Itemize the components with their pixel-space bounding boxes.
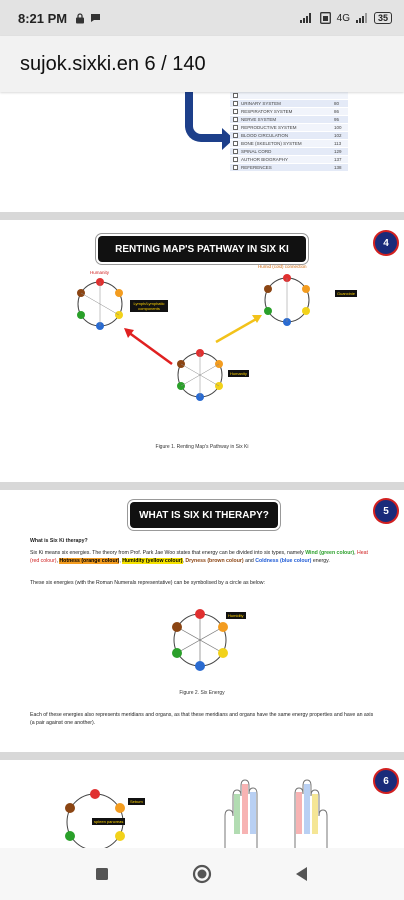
right-energy-wheel bbox=[264, 274, 310, 326]
battery-icon: 35 bbox=[373, 12, 392, 24]
checkbox-icon bbox=[233, 125, 238, 130]
right-wheel-label: Humid (cold) connection bbox=[258, 264, 307, 269]
page6-tag-1: Sebum bbox=[128, 798, 145, 805]
toc-item-name: SPINAL CORD bbox=[241, 149, 272, 154]
six-energy-diagram bbox=[172, 609, 228, 671]
toc-item-name: RESPIRATORY SYSTEM bbox=[241, 109, 293, 114]
red-pathway-arrow bbox=[127, 330, 173, 366]
toc-item-page: 113 bbox=[334, 141, 342, 146]
checkbox-icon bbox=[233, 165, 238, 170]
checkbox-icon bbox=[233, 141, 238, 146]
toc-row[interactable]: AUTHOR BIOGRAPHY 137 bbox=[230, 156, 348, 164]
back-triangle-icon bbox=[296, 867, 307, 881]
clock: 8:21 PM bbox=[18, 10, 68, 26]
page-number-badge: 4 bbox=[373, 230, 399, 256]
notification-icons bbox=[75, 12, 101, 24]
home-circle-icon bbox=[192, 864, 212, 884]
figure-caption: Figure 2. Six Energy bbox=[179, 690, 225, 696]
toc-item-page: 129 bbox=[334, 149, 342, 154]
toc-item-name: URINARY SYSTEM bbox=[241, 101, 281, 106]
toc-item-name: REFERENCES bbox=[241, 165, 272, 170]
toc-item-page: 86 bbox=[334, 109, 340, 114]
checkbox-icon bbox=[233, 157, 238, 162]
figure-caption: Figure 1. Renting Map's Pathway in Six K… bbox=[155, 444, 249, 450]
home-button[interactable] bbox=[182, 854, 222, 894]
page6-tag-2: spleen pancreas bbox=[92, 818, 126, 825]
toc-item-name: BLOOD CIRCULATION bbox=[241, 133, 289, 138]
hands-diagram bbox=[224, 779, 328, 848]
figure-tag: Humidity bbox=[226, 612, 246, 619]
toc-row[interactable]: NERVE SYSTEM 95 bbox=[230, 116, 348, 124]
toc-row[interactable]: REFERENCES 138 bbox=[230, 164, 348, 172]
renting-map-diagram bbox=[77, 274, 310, 401]
toc-item-name: NERVE SYSTEM bbox=[241, 117, 277, 122]
toc-item-page: 137 bbox=[334, 157, 342, 162]
toc-row[interactable]: BLOOD CIRCULATION 102 bbox=[230, 132, 348, 140]
toc-row[interactable] bbox=[230, 92, 348, 100]
toc-row[interactable]: REPRODUCTIVE SYSTEM 100 bbox=[230, 124, 348, 132]
checkbox-icon bbox=[233, 101, 238, 106]
toc-item-page: 102 bbox=[334, 133, 342, 138]
toc-item-page: 80 bbox=[334, 101, 340, 106]
checkbox-icon bbox=[233, 117, 238, 122]
toc-item-name: AUTHOR BIOGRAPHY bbox=[241, 157, 289, 162]
document-title-bar[interactable]: sujok.sixki.en 6 / 140 bbox=[0, 36, 404, 92]
toc-row[interactable]: URINARY SYSTEM 80 bbox=[230, 100, 348, 108]
left-wheel-label: Humanity bbox=[90, 270, 110, 275]
page-banner: WHAT IS SIX KI THERAPY? bbox=[130, 502, 278, 528]
pdf-page-5: WHAT IS SIX KI THERAPY? 5 What is Six Ki… bbox=[0, 490, 404, 752]
toc-arrow-icon bbox=[185, 92, 227, 142]
square-icon bbox=[96, 868, 108, 880]
system-navigation-bar bbox=[0, 848, 404, 900]
signal-icon-2 bbox=[355, 13, 367, 23]
left-wheel-tag: Lymph/Lymphatic components bbox=[130, 300, 168, 312]
toc-item-page: 100 bbox=[334, 125, 342, 130]
pdf-page-6: 6 Sebum spleen pancreas bbox=[0, 760, 404, 848]
page-number-badge: 6 bbox=[373, 768, 399, 794]
sim-icon bbox=[319, 12, 331, 24]
toc-item-name: REPRODUCTIVE SYSTEM bbox=[241, 125, 297, 130]
section-question: What is Six Ki therapy? bbox=[30, 538, 88, 544]
checkbox-icon bbox=[233, 93, 238, 98]
toc-item-name: BONE (SKELETON) SYSTEM bbox=[241, 141, 302, 146]
back-button[interactable] bbox=[282, 854, 322, 894]
lock-icon bbox=[76, 12, 85, 23]
yellow-pathway-arrow bbox=[215, 316, 259, 344]
toc-item-page: 95 bbox=[334, 117, 340, 122]
checkbox-icon bbox=[233, 109, 238, 114]
paragraph-symbolised: These six energies (with the Roman Numer… bbox=[30, 580, 265, 586]
checkbox-icon bbox=[233, 149, 238, 154]
page-number-badge: 5 bbox=[373, 498, 399, 524]
checkbox-icon bbox=[233, 133, 238, 138]
right-wheel-tag: Guanxinie bbox=[335, 290, 358, 297]
page6-energy-diagram bbox=[65, 789, 125, 848]
recents-button[interactable] bbox=[82, 854, 122, 894]
left-energy-wheel bbox=[77, 278, 123, 330]
toc-row[interactable]: BONE (SKELETON) SYSTEM 113 bbox=[230, 140, 348, 148]
paragraph-six-energies: Six Ki means six energies. The theory fr… bbox=[30, 550, 368, 564]
document-title: sujok.sixki.en 6 / 140 bbox=[20, 52, 206, 75]
toc-row[interactable]: RESPIRATORY SYSTEM 86 bbox=[230, 108, 348, 116]
toc-item-page: 138 bbox=[334, 165, 342, 170]
message-icon bbox=[91, 14, 101, 22]
bottom-wheel-tag: Humanity bbox=[228, 370, 249, 377]
paragraph-meridians: Each of these energies also represents m… bbox=[30, 712, 374, 726]
pdf-page-4: RENTING MAP'S PATHWAY IN SIX KI 4 bbox=[0, 220, 404, 482]
page-banner: RENTING MAP'S PATHWAY IN SIX KI bbox=[98, 236, 306, 262]
signal-icon bbox=[299, 13, 311, 23]
network-type: 4G bbox=[336, 12, 350, 24]
bottom-energy-wheel bbox=[177, 349, 223, 401]
toc-row[interactable]: SPINAL CORD 129 bbox=[230, 148, 348, 156]
status-bar: 8:21 PM 4G 35 bbox=[0, 0, 404, 36]
